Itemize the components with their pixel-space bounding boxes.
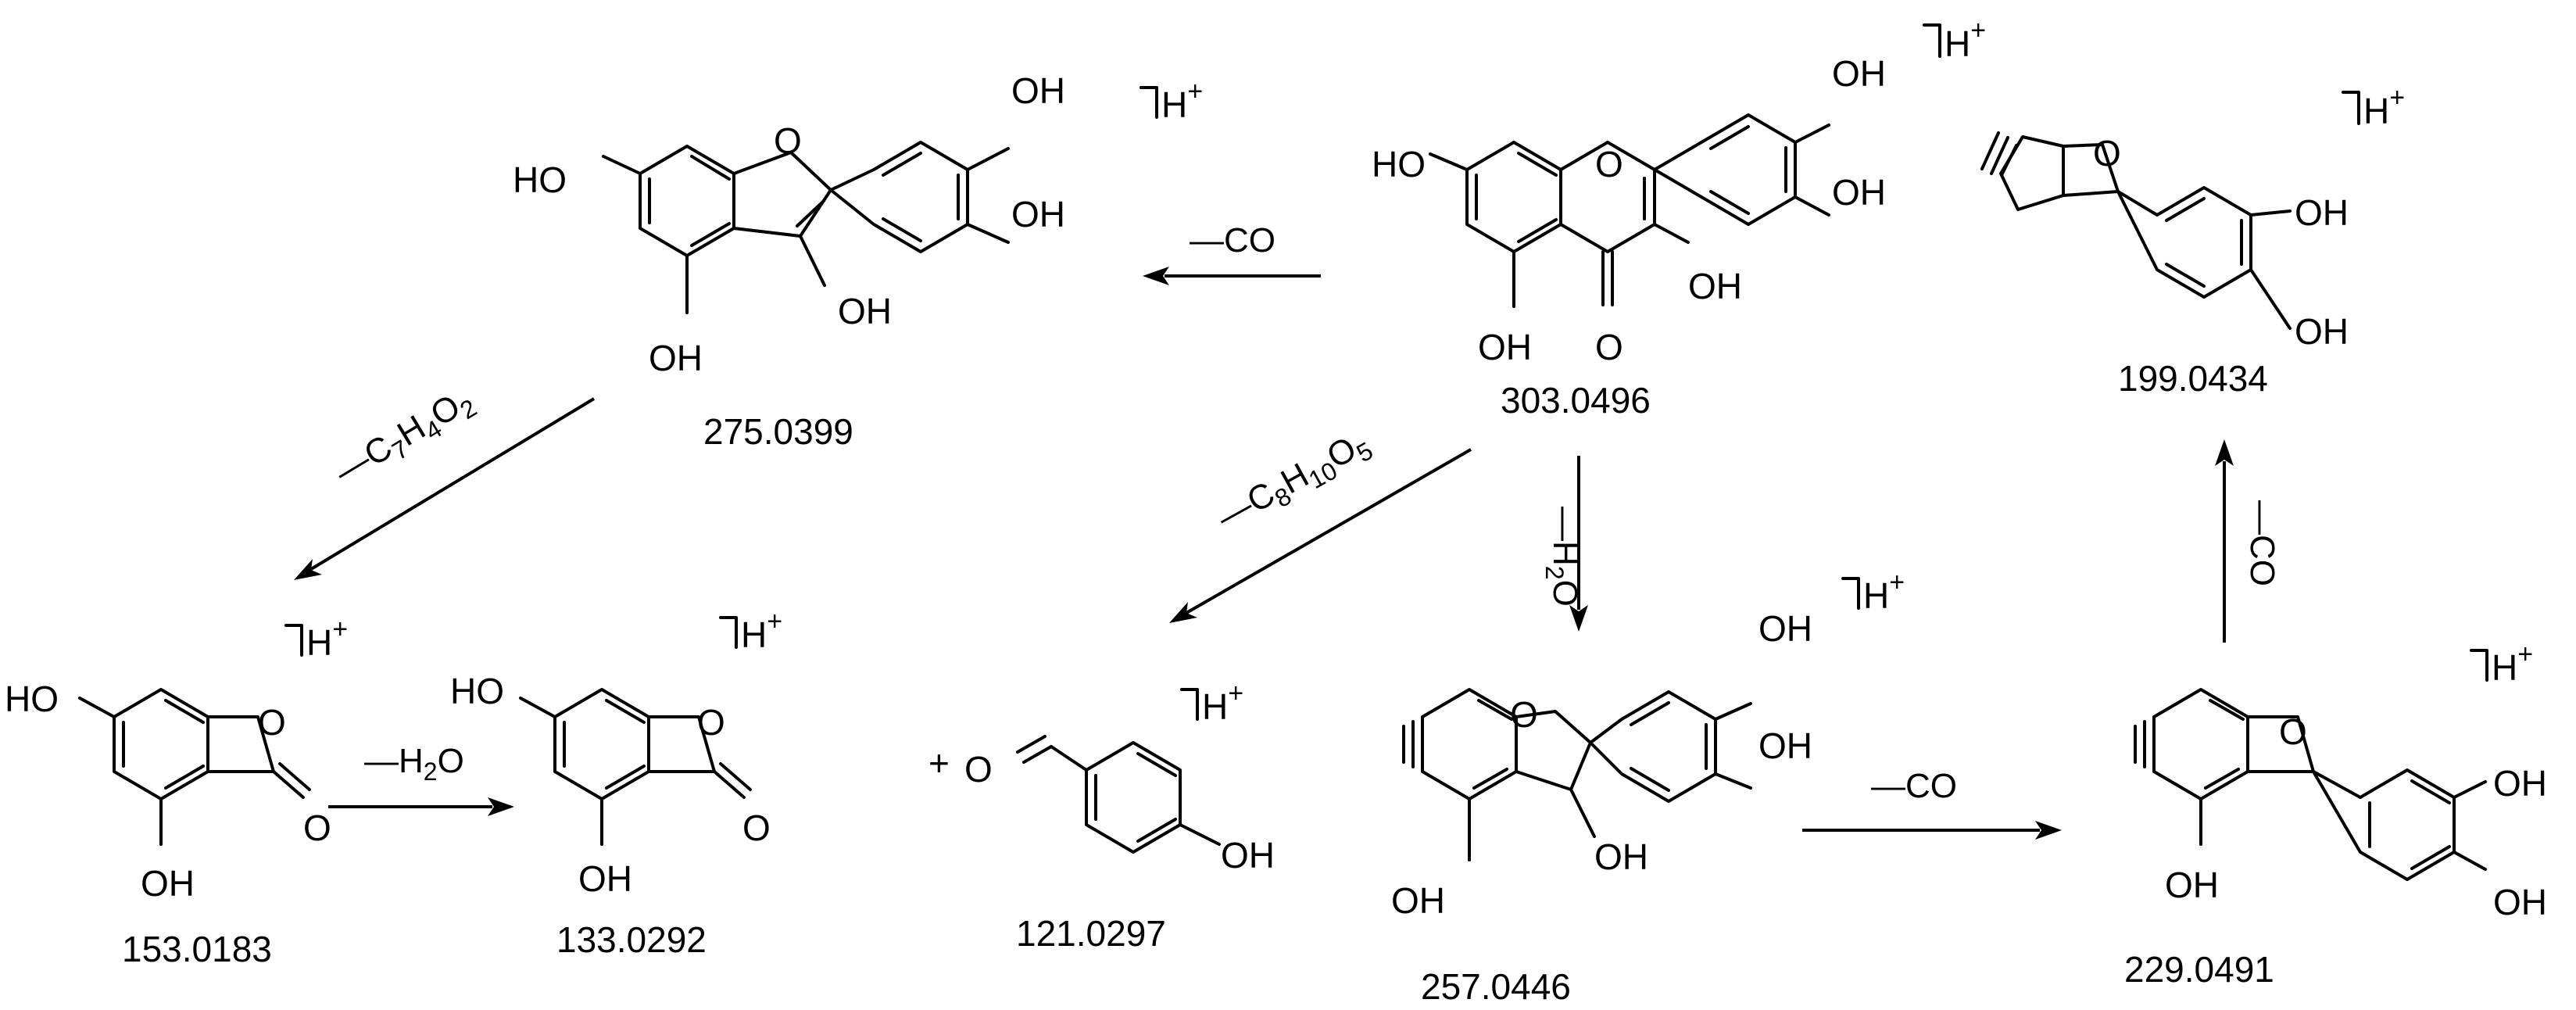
molecule-153-bonds [78,688,311,846]
atom-label: OH [1832,172,1886,213]
charge-label: H+ [306,614,348,663]
charge-label: H+ [741,607,782,655]
atom-label: OH [578,858,632,899]
atom-label: OH [1478,327,1532,367]
molecule-153: HO O O OH H+ 153.0183 [5,614,348,969]
atom-label: OH [2295,192,2349,233]
atom-label: O [2093,133,2121,174]
atom-label: OH [1758,725,1812,766]
molecule-199-bonds [1980,131,2292,330]
atom-label: OH [1688,266,1742,306]
molecule-275-bonds [602,141,1010,314]
mass-label: 229.0491 [2124,949,2274,990]
arrow-257-to-229 [1802,821,2062,840]
arrow-275-to-153 [294,397,596,580]
bracket-icon [1841,577,1860,610]
mass-label: 199.0434 [2118,358,2268,399]
arrow-303-to-121 [1169,448,1472,623]
atom-label: O [2279,711,2307,752]
atom-label: O [697,702,725,743]
mass-label: 257.0446 [1421,966,1571,1007]
bracket-icon [2470,649,2488,682]
atom-label: OH [838,291,892,331]
atom-label: HO [5,679,59,719]
mass-label: 153.0183 [122,929,272,969]
mass-label: 133.0292 [556,919,707,960]
atom-label: OH [2295,311,2349,352]
atom-label: HO [1372,144,1426,184]
atom-label: HO [450,671,504,711]
molecule-303: HO O OH OH OH OH O H+ 303.0496 [1372,16,1986,421]
molecule-121-bonds [1016,735,1221,854]
loss-label-h2o: —H2O [1540,507,1584,607]
molecule-303-bonds [1429,113,1830,308]
molecule-257: O OH OH OH OH H+ 257.0446 [1391,568,1905,1007]
bracket-icon [1180,688,1199,721]
molecule-229: O OH OH OH H+ 229.0491 [2124,639,2547,990]
atom-label: OH [649,338,703,378]
atom-label: O [742,808,771,848]
bracket-icon [284,624,303,657]
molecule-121: + O OH H+ 121.0297 [928,679,1275,954]
loss-label-co: —CO [1871,767,1957,805]
atom-label: O [774,120,802,161]
molecule-133-bonds [519,688,752,846]
atom-label: OH [2493,882,2547,922]
bracket-icon [2342,91,2360,125]
loss-label-c8h10o5: —C8H10O5 [1211,423,1377,542]
atom-label: OH [1832,53,1886,94]
bracket-icon [719,616,738,649]
atom-label: OH [2493,763,2547,804]
arrow-229-to-199 [2215,439,2234,643]
atom-label: OH [141,863,195,904]
arrow-303-to-275 [1143,267,1321,285]
molecule-199: O OH OH H+ 199.0434 [1980,83,2405,399]
atom-label: OH [2165,865,2219,905]
charge-label: H+ [2492,639,2533,688]
charge-label: H+ [1863,568,1905,616]
arrow-153-to-133 [328,797,514,816]
loss-label-co: —CO [2243,500,2281,586]
atom-label: OH [1011,70,1065,111]
plus-sign: + [928,743,950,783]
atom-label: O [1510,694,1538,735]
arrow-303-to-257 [1569,456,1588,632]
mass-label: 303.0496 [1501,380,1651,421]
atom-label: O [1595,327,1623,367]
charge-label: H+ [1202,679,1243,727]
atom-label: OH [1758,608,1812,649]
mass-label: 275.0399 [703,411,853,452]
mass-label: 121.0297 [1016,913,1166,954]
molecule-257-bonds [1402,688,1752,861]
atom-label: O [258,702,286,743]
atom-label: OH [1391,880,1445,921]
atom-label: O [964,749,993,790]
molecule-133: HO O O OH H+ 133.0292 [450,607,782,960]
molecule-229-bonds [2134,688,2487,881]
bracket-icon [1140,86,1158,119]
bracket-icon [1923,23,1941,58]
atom-label: OH [1011,194,1065,235]
loss-label-h2o: —H2O [364,742,464,786]
charge-label: H+ [1945,16,1986,64]
atom-label: HO [513,159,567,200]
charge-label: H+ [1161,77,1203,125]
atom-label: OH [1594,836,1648,877]
atom-label: OH [1221,835,1275,876]
atom-label: O [1595,144,1623,184]
molecule-275: HO O OH OH OH OH H+ 275.0399 [513,70,1203,452]
atom-label: O [303,808,331,848]
loss-label-co: —CO [1190,221,1275,260]
charge-label: H+ [2363,83,2405,131]
